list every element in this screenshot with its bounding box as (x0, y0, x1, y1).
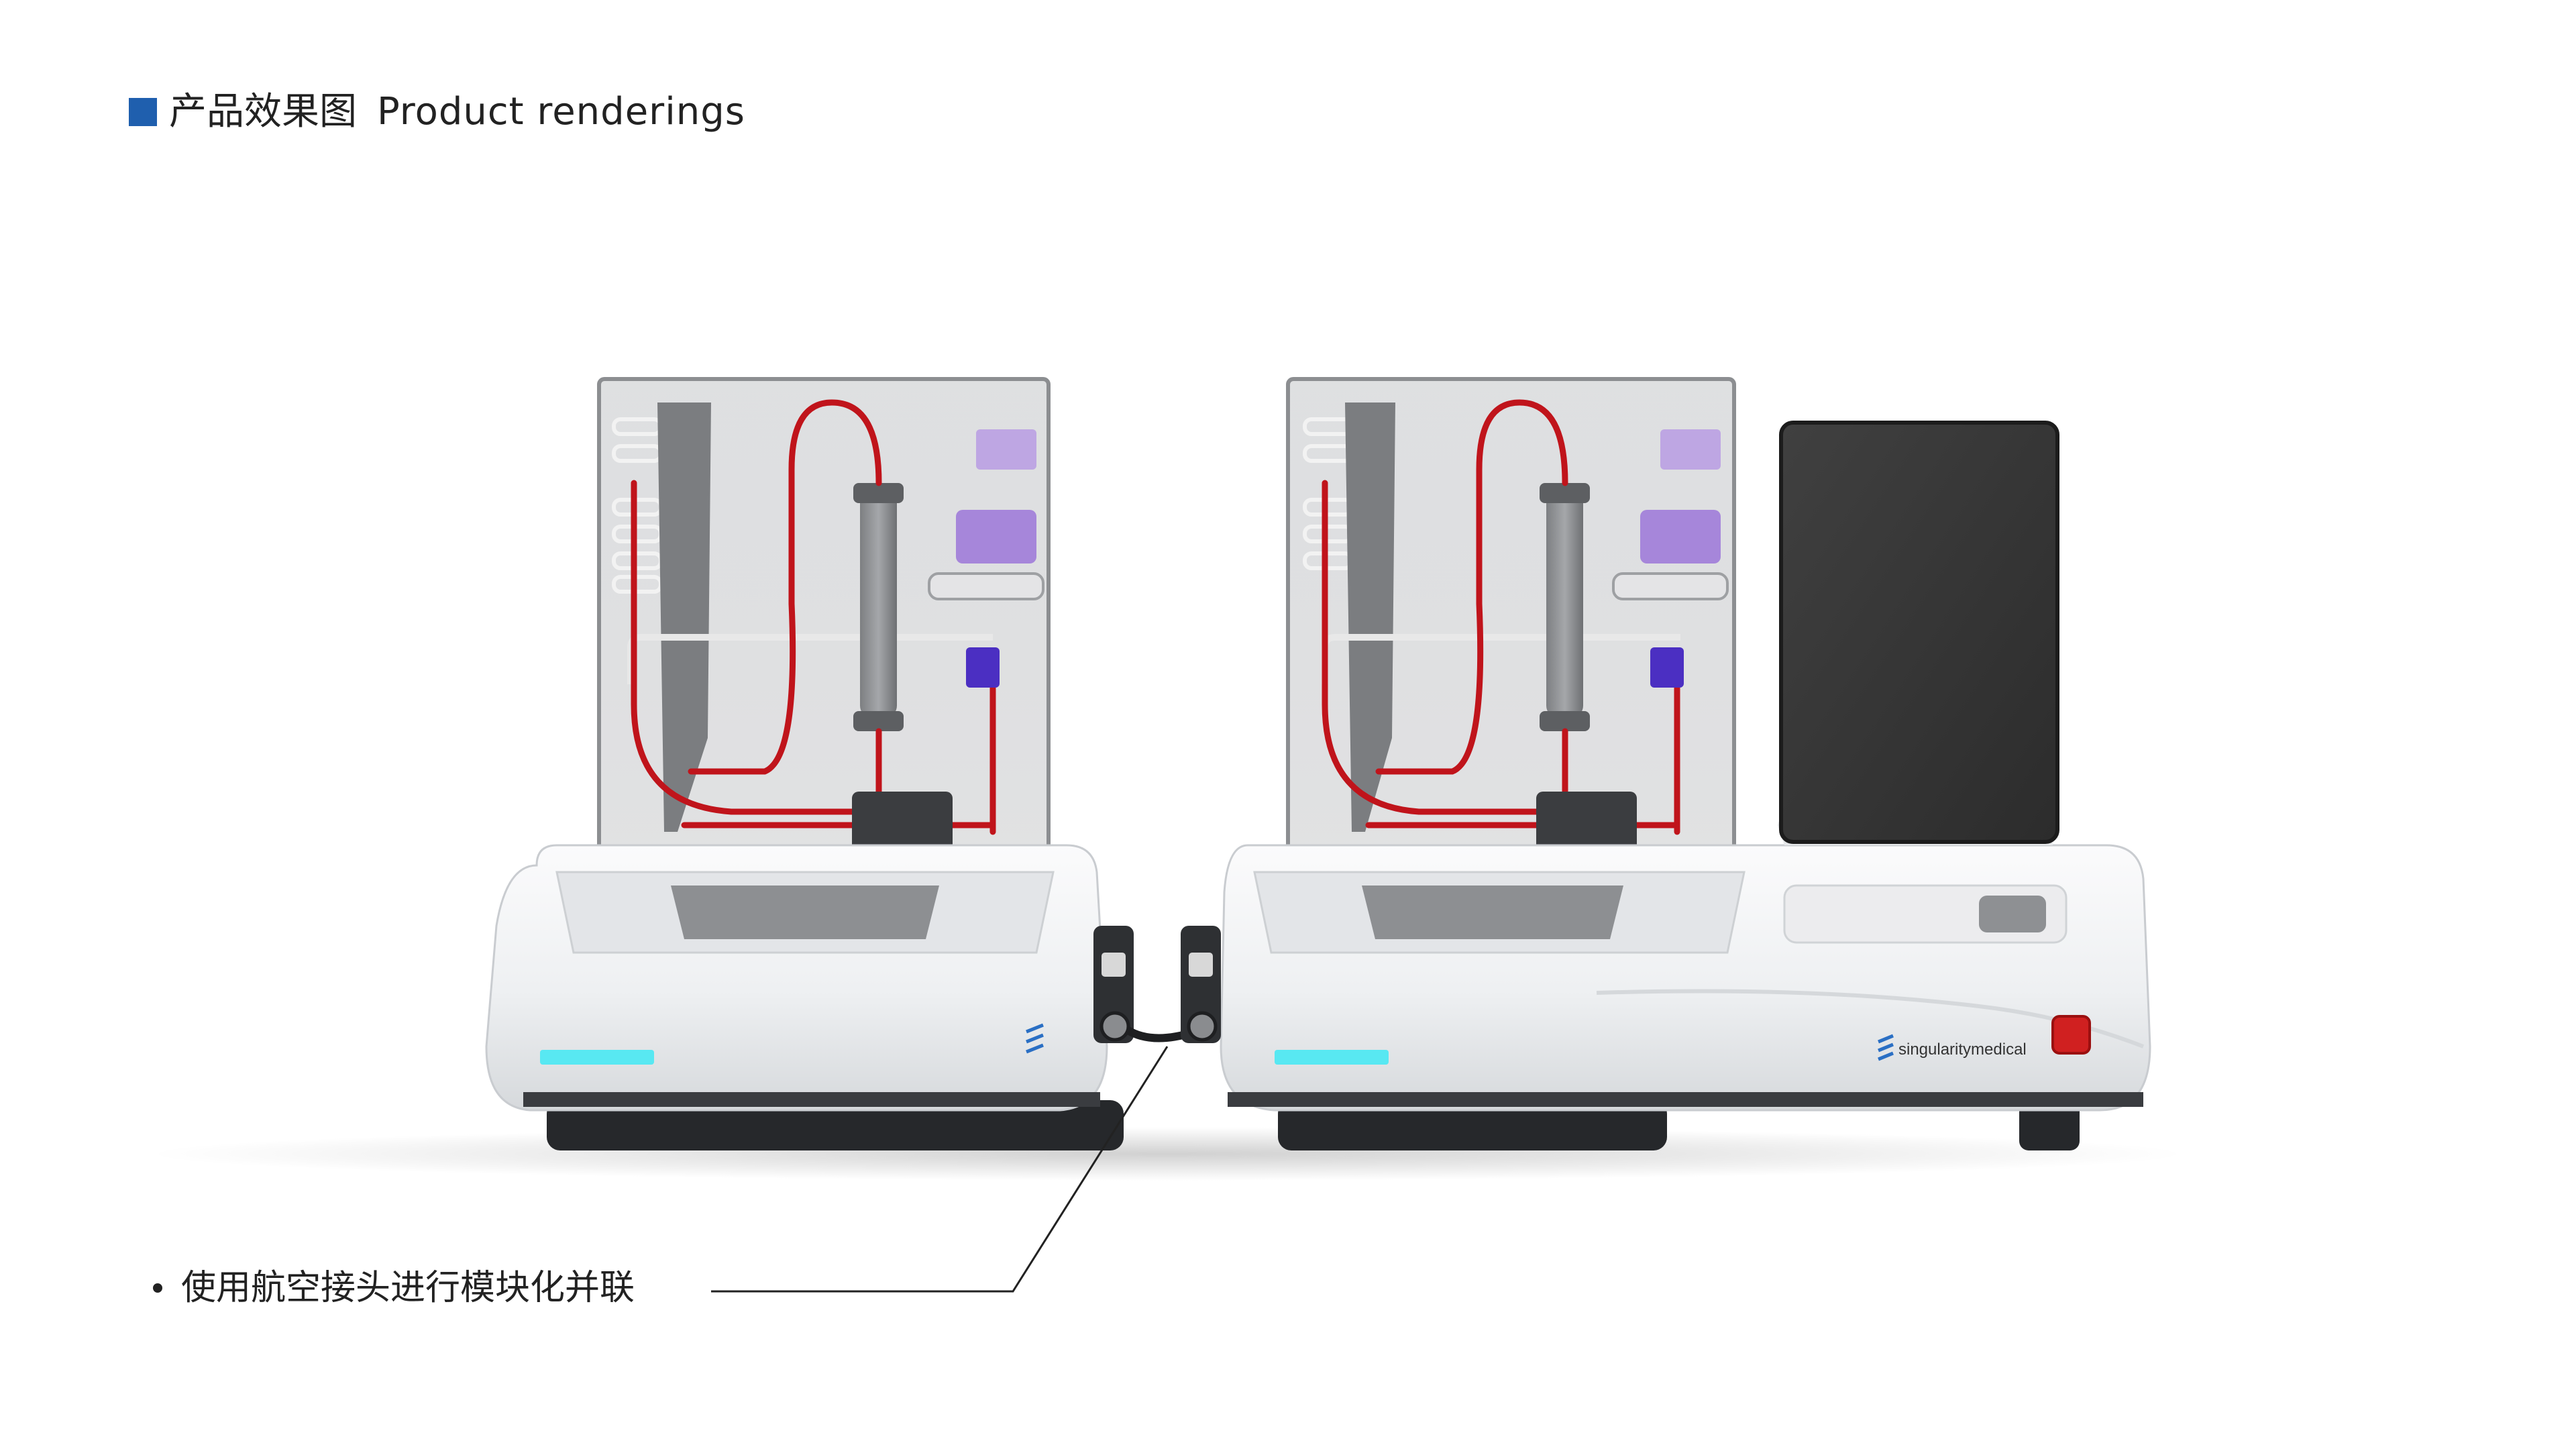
right-filter-column (1546, 490, 1583, 718)
brand-logo-icon (1878, 1034, 1894, 1061)
left-vent (523, 1092, 1100, 1107)
right-cover (1286, 377, 1736, 864)
bullet-dot (153, 1283, 162, 1293)
right-tubing (1322, 399, 1680, 835)
section-heading: 产品效果图 Product renderings (129, 89, 745, 136)
callout-annotation: 使用航空接头进行模块化并联 (153, 1267, 635, 1309)
heading-accent-square (129, 98, 157, 126)
left-module (485, 377, 1134, 1150)
heading-title-en: Product renderings (377, 90, 745, 133)
left-motor (852, 792, 953, 852)
right-aviation-connector (1187, 1011, 1218, 1042)
touch-screen[interactable] (1778, 421, 2059, 845)
left-pump (928, 429, 1044, 688)
left-aviation-connector (1099, 1011, 1130, 1042)
callout-text: 使用航空接头进行模块化并联 (181, 1268, 635, 1308)
right-module: singularitymedical (1181, 377, 2151, 1150)
left-status-light (540, 1050, 654, 1065)
ground-shadow (148, 1127, 2187, 1181)
left-logo-icon (1026, 1023, 1044, 1054)
callout-leader-line (711, 1046, 1169, 1293)
control-dial[interactable] (1979, 896, 2046, 932)
brand-label: singularitymedical (1898, 1040, 2027, 1059)
left-cover (597, 377, 1051, 864)
emergency-stop-button[interactable] (2051, 1015, 2091, 1055)
left-base (547, 1100, 1124, 1150)
heading-title-zh: 产品效果图 (169, 90, 357, 133)
right-pump (1612, 429, 1729, 688)
left-filter-column (860, 490, 897, 718)
right-status-light (1275, 1050, 1389, 1065)
